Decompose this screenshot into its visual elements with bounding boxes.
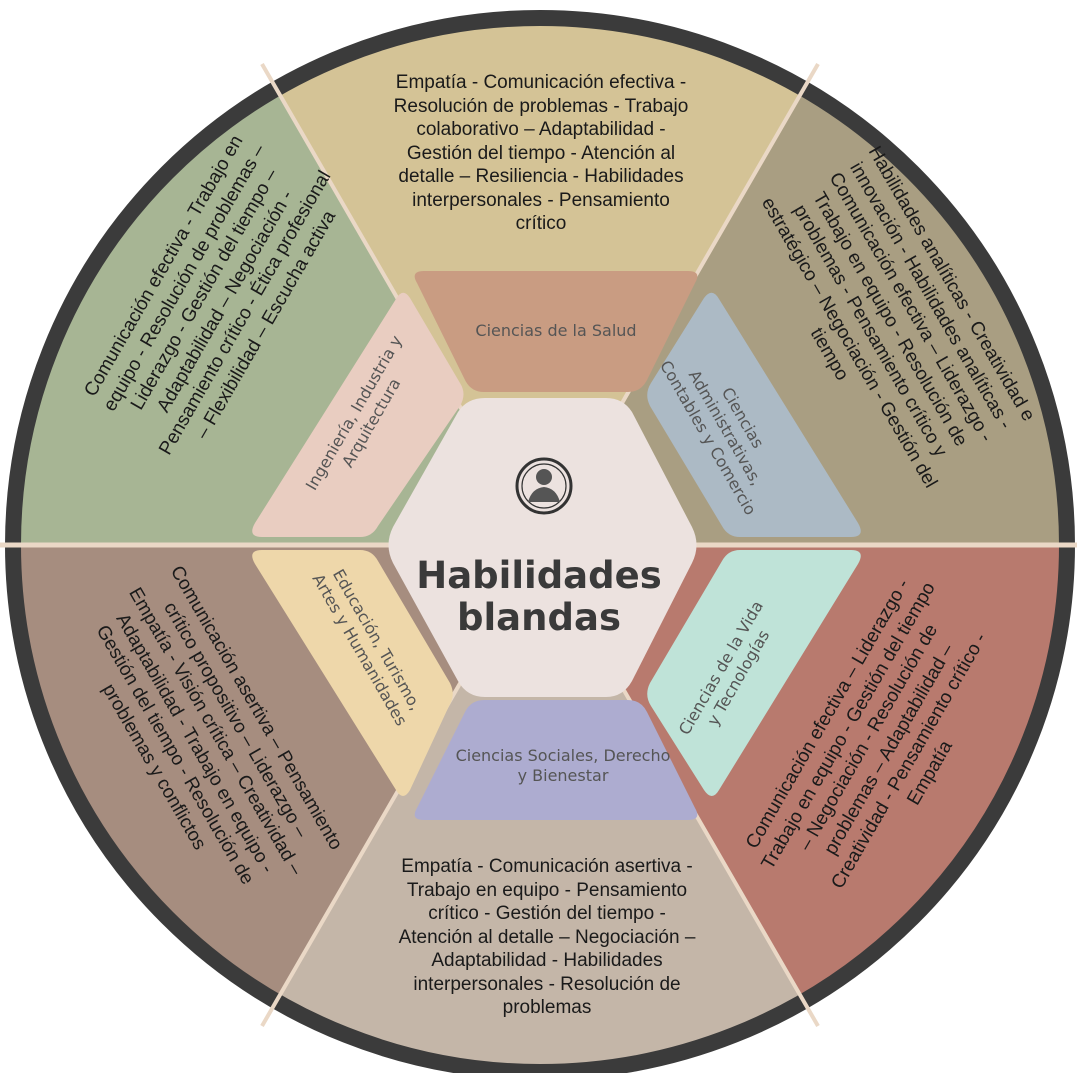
inner-label-bottom: Ciencias Sociales, Derecho y Bienestar xyxy=(455,746,671,785)
inner-label-top: Ciencias de la Salud xyxy=(475,321,637,340)
center-hexagon xyxy=(388,398,697,697)
center-title-line1: Habilidades xyxy=(416,554,662,597)
inner-area-upper-left xyxy=(252,292,464,537)
inner-area-top xyxy=(414,271,698,392)
inner-area-bottom xyxy=(414,700,698,820)
inner-area-lower-right xyxy=(647,550,861,796)
center-title-line2: blandas xyxy=(457,596,621,639)
inner-area-upper-right xyxy=(647,292,861,537)
outer-text-top: Empatía - Comunicación efectiva - Resolu… xyxy=(393,72,689,234)
inner-area-lower-left xyxy=(252,550,453,796)
portrait-seal-icon xyxy=(515,457,573,515)
center-title: Habilidades blandas xyxy=(388,555,690,639)
outer-text-bottom: Empatía - Comunicación asertiva - Trabaj… xyxy=(398,856,696,1018)
